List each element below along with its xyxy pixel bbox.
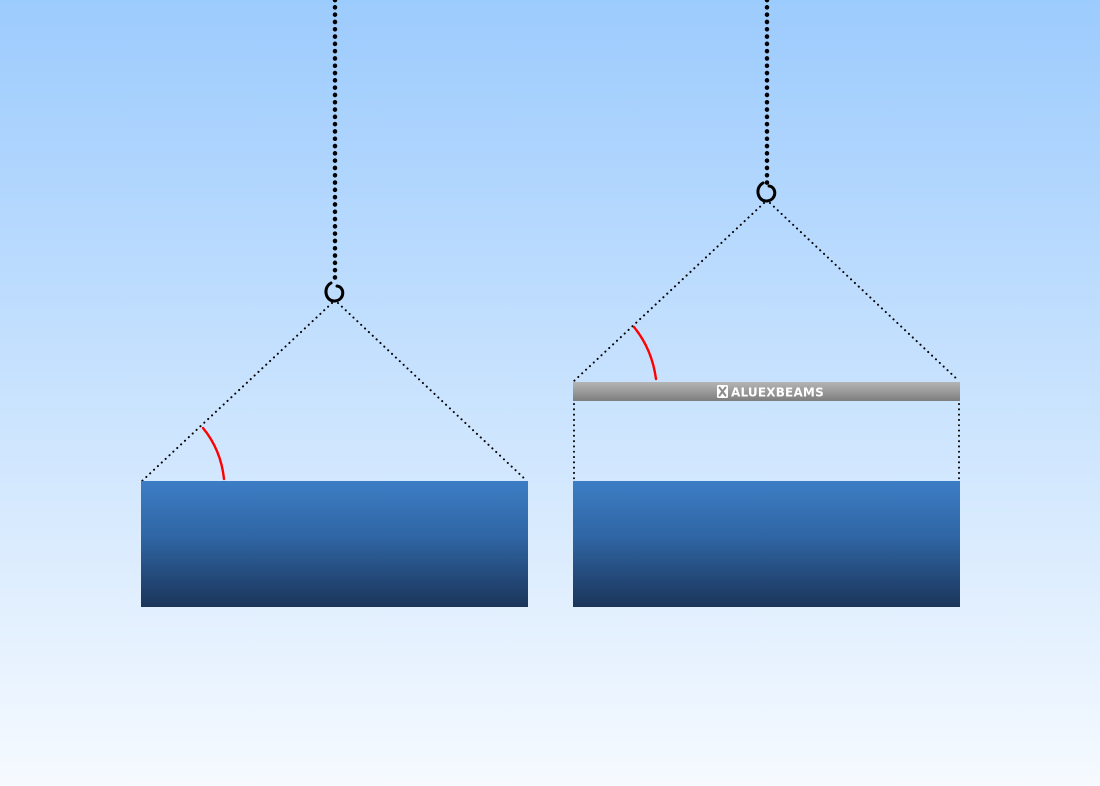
crane-hook-icon <box>756 181 777 203</box>
sling-left-a <box>141 302 333 482</box>
spreader-beam-body <box>573 382 960 401</box>
right-spreader-beam-lift: ALUEXBEAMS <box>573 0 960 607</box>
beam-brand-text: ALUEXBEAMS <box>731 386 824 400</box>
left-direct-lift <box>141 0 528 607</box>
x-logo-icon <box>717 385 728 398</box>
sling-right-a <box>573 202 765 382</box>
spreader-beam: ALUEXBEAMS <box>573 382 960 401</box>
load-block-left <box>141 481 528 607</box>
sling-angle-marker-right <box>632 325 658 381</box>
load-block-right <box>573 481 960 607</box>
sling-left-b <box>337 302 528 482</box>
sling-angle-marker-left <box>201 426 226 481</box>
crane-hook-icon <box>324 281 345 303</box>
sling-right-b <box>769 202 960 382</box>
